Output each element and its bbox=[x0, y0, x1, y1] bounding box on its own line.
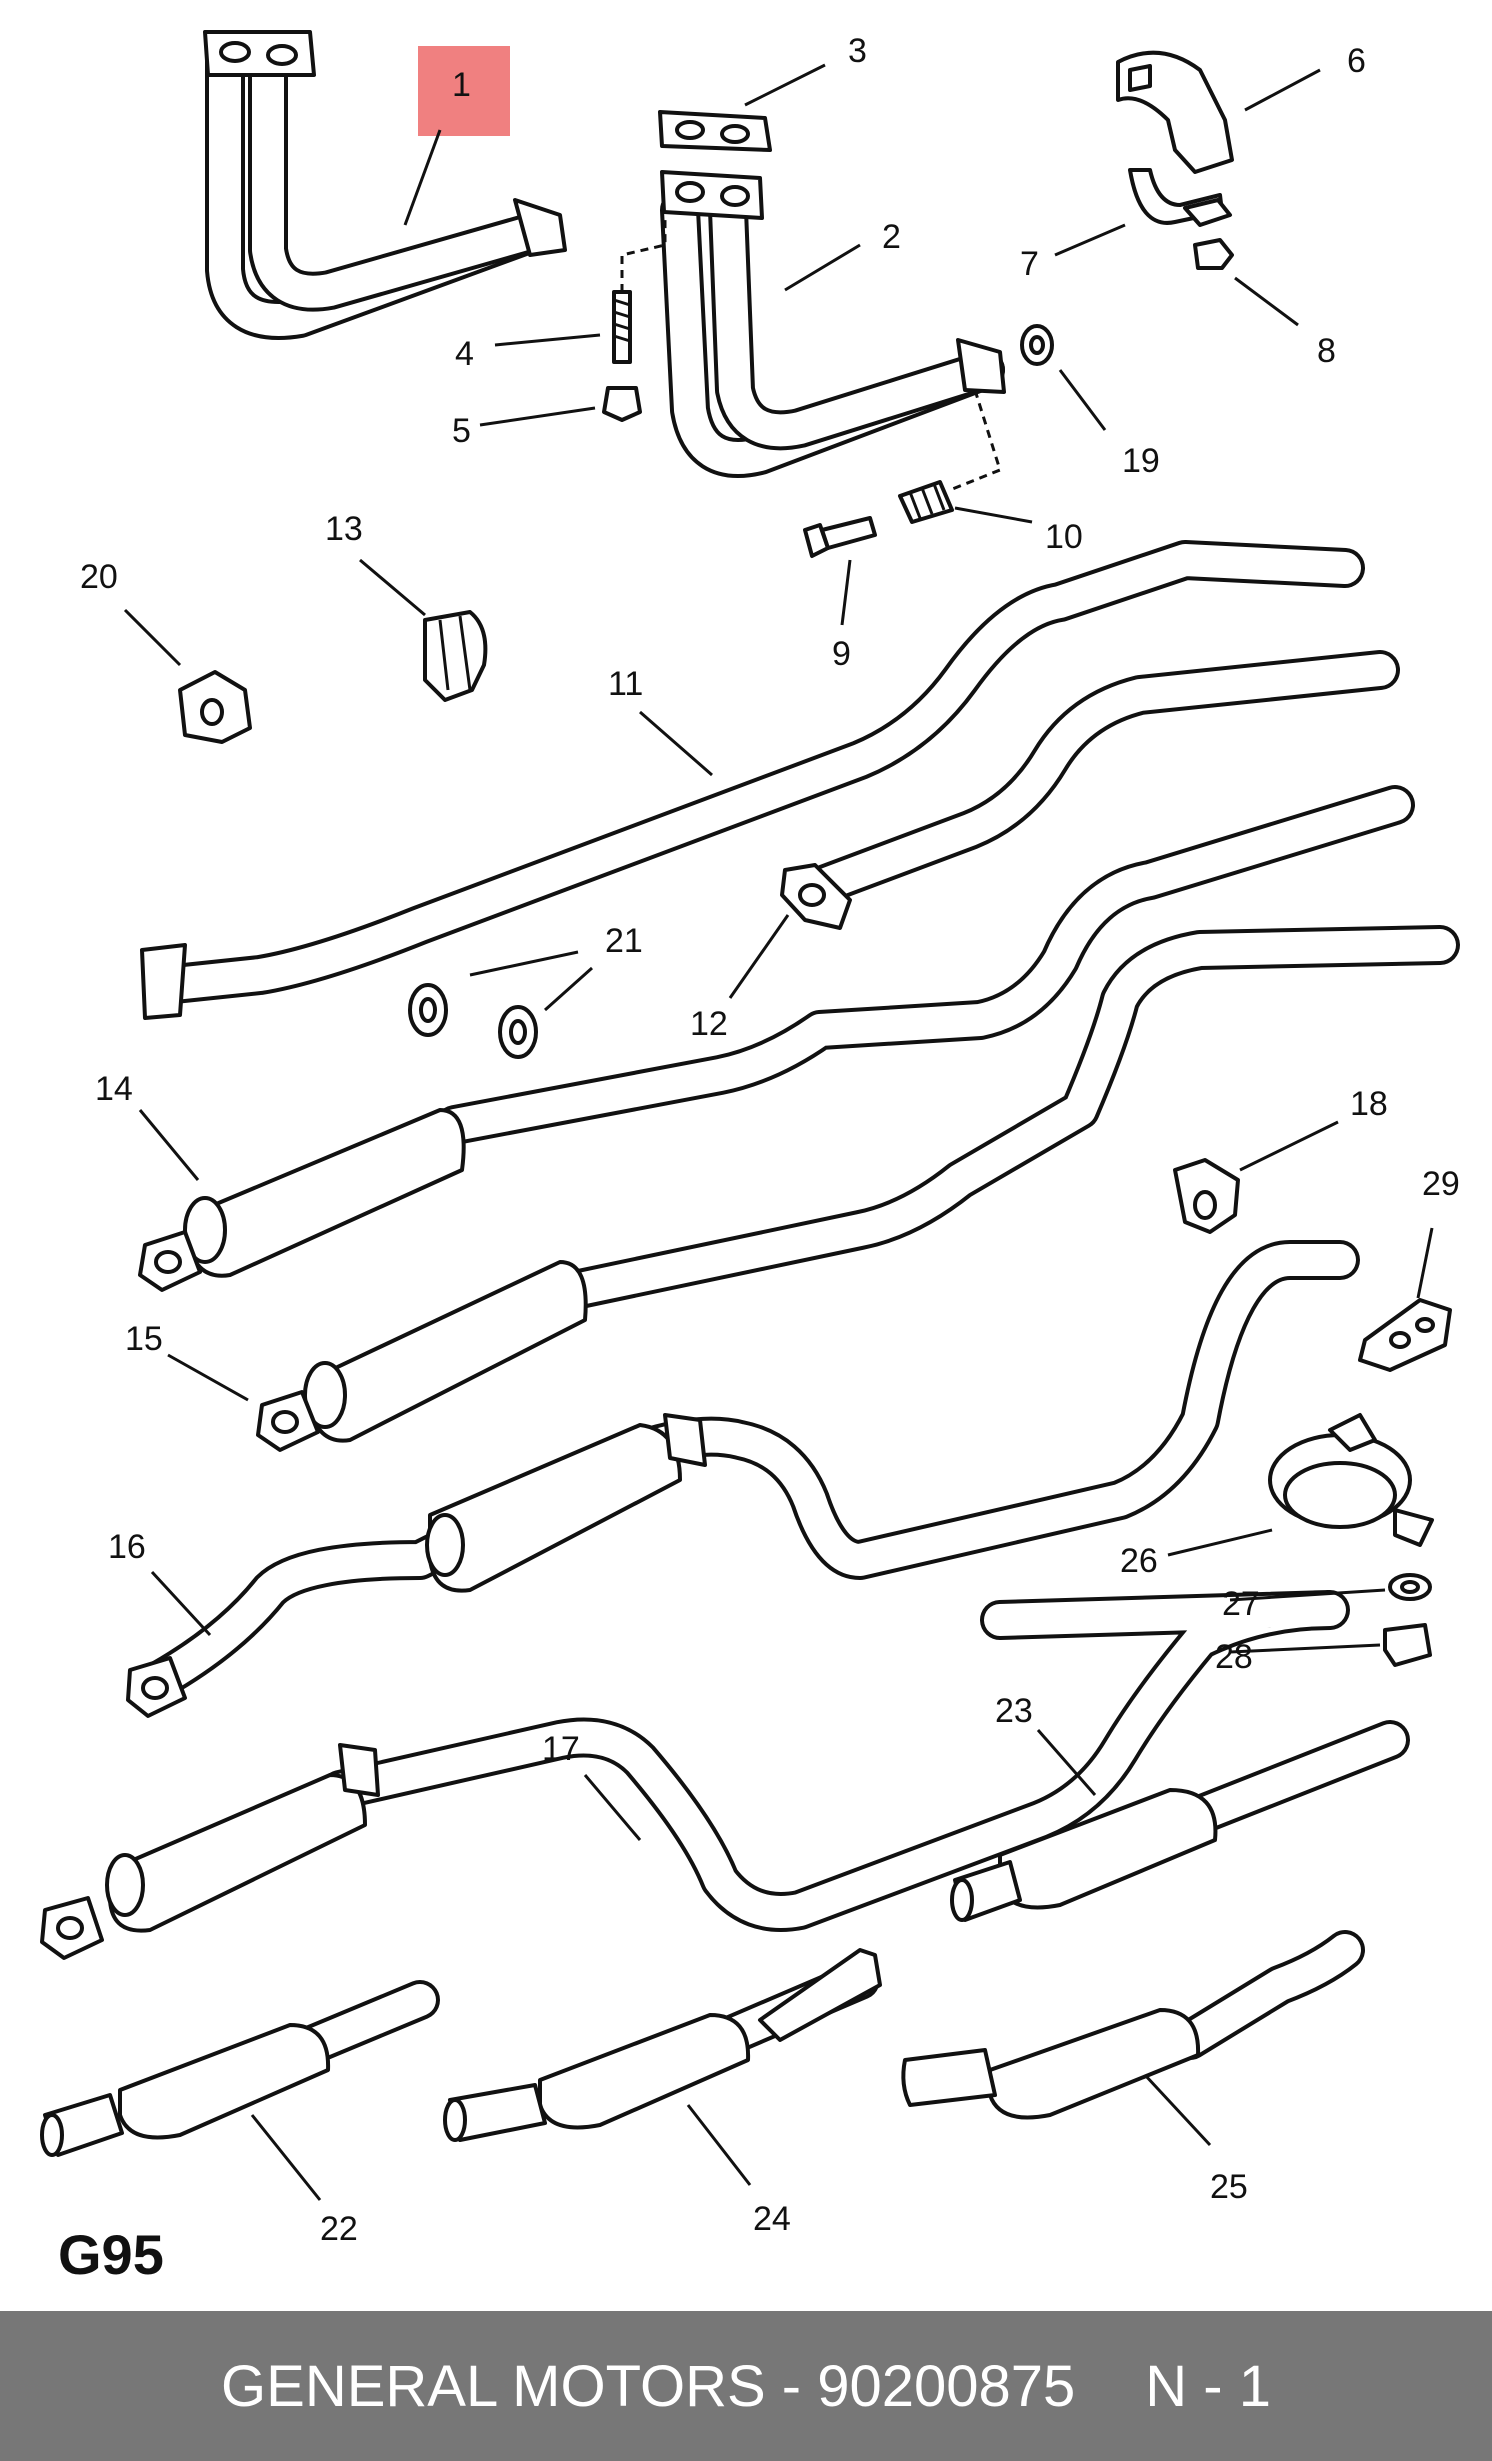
part-7-clamp[interactable] bbox=[1128, 168, 1232, 227]
exhaust-system-diagram: 1 2 3 4 5 6 7 8 9 10 11 12 13 14 15 16 1… bbox=[40, 30, 1460, 2248]
diagram-code: G95 bbox=[58, 2223, 164, 2286]
callout-4[interactable]: 4 bbox=[455, 335, 474, 373]
callout-26[interactable]: 26 bbox=[1120, 1542, 1158, 1580]
part-23-rear-silencer[interactable] bbox=[950, 1720, 1410, 1922]
callout-24[interactable]: 24 bbox=[753, 2200, 791, 2238]
callout-6[interactable]: 6 bbox=[1347, 42, 1366, 80]
footer-position: N - 1 bbox=[1145, 2353, 1271, 2419]
part-20-rubber[interactable] bbox=[178, 670, 252, 744]
part-24-rear-silencer[interactable] bbox=[443, 1948, 882, 2142]
part-21-gaskets[interactable] bbox=[408, 983, 538, 1059]
part-4-stud[interactable] bbox=[612, 290, 632, 364]
part-26-clamp[interactable] bbox=[1268, 1413, 1434, 1547]
part-16-exhaust-system[interactable] bbox=[126, 1240, 1360, 1718]
callout-7[interactable]: 7 bbox=[1020, 245, 1039, 283]
part-28-nut[interactable] bbox=[1383, 1623, 1432, 1667]
callout-9[interactable]: 9 bbox=[832, 635, 851, 673]
callout-15[interactable]: 15 bbox=[125, 1320, 163, 1358]
callout-17[interactable]: 17 bbox=[542, 1730, 580, 1768]
part-1-front-pipe[interactable] bbox=[203, 30, 567, 340]
callout-12[interactable]: 12 bbox=[690, 1005, 728, 1043]
part-3-gasket[interactable] bbox=[658, 110, 772, 152]
callout-21[interactable]: 21 bbox=[605, 922, 643, 960]
part-5-nut[interactable] bbox=[602, 386, 642, 422]
highlight-box bbox=[418, 46, 510, 136]
callout-14[interactable]: 14 bbox=[95, 1070, 133, 1108]
callout-16[interactable]: 16 bbox=[108, 1528, 146, 1566]
part-17-exhaust-system[interactable] bbox=[40, 1590, 1350, 1960]
part-27-washer[interactable] bbox=[1388, 1573, 1432, 1601]
callout-28[interactable]: 28 bbox=[1215, 1638, 1253, 1676]
part-15-silencer[interactable] bbox=[256, 925, 1460, 1452]
callout-3[interactable]: 3 bbox=[848, 32, 867, 70]
part-25-rear-silencer[interactable] bbox=[901, 1930, 1365, 2120]
callout-8[interactable]: 8 bbox=[1317, 332, 1336, 370]
part-18-hanger[interactable] bbox=[1173, 1158, 1240, 1234]
callout-25[interactable]: 25 bbox=[1210, 2168, 1248, 2206]
callout-5[interactable]: 5 bbox=[452, 412, 471, 450]
leader-lines bbox=[123, 63, 1434, 2201]
callout-27[interactable]: 27 bbox=[1222, 1585, 1260, 1623]
part-22-rear-silencer[interactable] bbox=[40, 1980, 440, 2157]
part-11-intermediate-pipe[interactable] bbox=[140, 540, 1365, 1020]
part-29-bracket[interactable] bbox=[1358, 1298, 1452, 1372]
part-12-pipe[interactable] bbox=[780, 650, 1400, 930]
callout-23[interactable]: 23 bbox=[995, 1692, 1033, 1730]
part-10-spring[interactable] bbox=[898, 480, 954, 524]
callout-18[interactable]: 18 bbox=[1350, 1085, 1388, 1123]
callout-10[interactable]: 10 bbox=[1045, 518, 1083, 556]
callout-11[interactable]: 11 bbox=[608, 665, 643, 703]
callout-20[interactable]: 20 bbox=[80, 558, 118, 596]
part-6-bracket[interactable] bbox=[1116, 50, 1234, 174]
callout-22[interactable]: 22 bbox=[320, 2210, 358, 2248]
part-13-rubber-mount[interactable] bbox=[423, 610, 488, 702]
part-9-bolt[interactable] bbox=[803, 516, 877, 558]
callout-2[interactable]: 2 bbox=[882, 218, 901, 256]
part-2-front-pipe[interactable] bbox=[660, 170, 1006, 478]
part-14-silencer[interactable] bbox=[138, 785, 1415, 1292]
part-8-nut[interactable] bbox=[1193, 238, 1234, 270]
part-19-ring[interactable] bbox=[1020, 324, 1054, 366]
footer-bar: GENERAL MOTORS - 90200875 N - 1 bbox=[0, 2311, 1492, 2461]
footer-brand-part: GENERAL MOTORS - 90200875 bbox=[221, 2353, 1076, 2419]
callout-13[interactable]: 13 bbox=[325, 510, 363, 548]
callout-labels: 1 2 3 4 5 6 7 8 9 10 11 12 13 14 15 16 1… bbox=[80, 32, 1460, 2248]
callout-19[interactable]: 19 bbox=[1122, 442, 1160, 480]
callout-1[interactable]: 1 bbox=[452, 66, 471, 104]
callout-29[interactable]: 29 bbox=[1422, 1165, 1460, 1203]
